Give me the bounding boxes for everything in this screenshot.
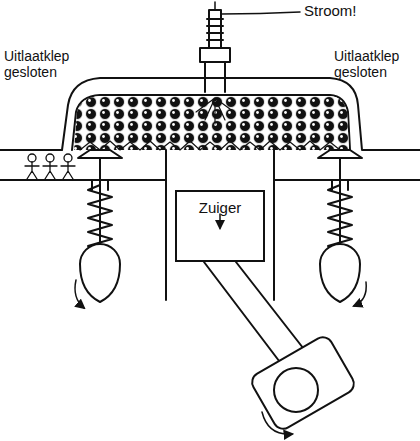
current-label: Stroom! — [304, 2, 414, 19]
part-name: Zuiger — [177, 192, 263, 217]
cylinder-head-part — [0, 78, 420, 150]
stick-figures-part — [28, 154, 36, 162]
intake-passage-part — [165, 150, 167, 180]
cylinder-head-part — [72, 95, 350, 150]
cylinder-head-part — [74, 96, 349, 150]
intake-passage-part — [273, 150, 275, 180]
valve-right-part — [339, 158, 341, 252]
valve-left-part — [80, 244, 120, 302]
stick-figures — [25, 154, 75, 179]
spark-plug-part — [207, 19, 223, 40]
valve-left-part — [78, 150, 122, 158]
crankshaft-part — [262, 412, 292, 434]
valve-right — [318, 150, 366, 306]
crankshaft-part — [249, 334, 358, 433]
crankshaft — [249, 334, 358, 435]
engine-illustration-part — [0, 2, 420, 434]
spark-plug-part — [215, 2, 300, 14]
stick-figures-part — [61, 162, 75, 179]
valve-right-part — [318, 150, 362, 158]
spark-plug-part — [205, 62, 225, 92]
spark-plug — [196, 2, 300, 124]
cylinder-head-part — [80, 141, 340, 150]
crankshaft-part — [274, 368, 318, 412]
stick-figures-part — [46, 154, 54, 162]
piston-box: Zuiger — [175, 190, 265, 262]
valve-left-part — [88, 185, 112, 250]
valve-left-part — [99, 158, 101, 252]
spark-plug-part — [200, 48, 230, 62]
spark-plug-part — [196, 98, 234, 124]
stick-figures-part — [64, 154, 72, 162]
valve-right-part — [328, 185, 352, 250]
valve-label: Uitlaatklep gesloten — [334, 48, 418, 80]
valve-label: Uitlaatklep gesloten — [4, 48, 86, 80]
valve-right-part — [354, 282, 366, 306]
piston-arrow-part — [219, 214, 221, 228]
cylinder-head — [0, 78, 420, 150]
valve-left-part — [75, 280, 84, 308]
stick-figures-part — [25, 162, 39, 179]
spark-plug-part — [209, 10, 221, 48]
stick-figures-part — [43, 162, 57, 179]
piston-arrow — [219, 214, 221, 228]
valve-left — [75, 150, 122, 308]
valve-right-part — [320, 244, 360, 302]
